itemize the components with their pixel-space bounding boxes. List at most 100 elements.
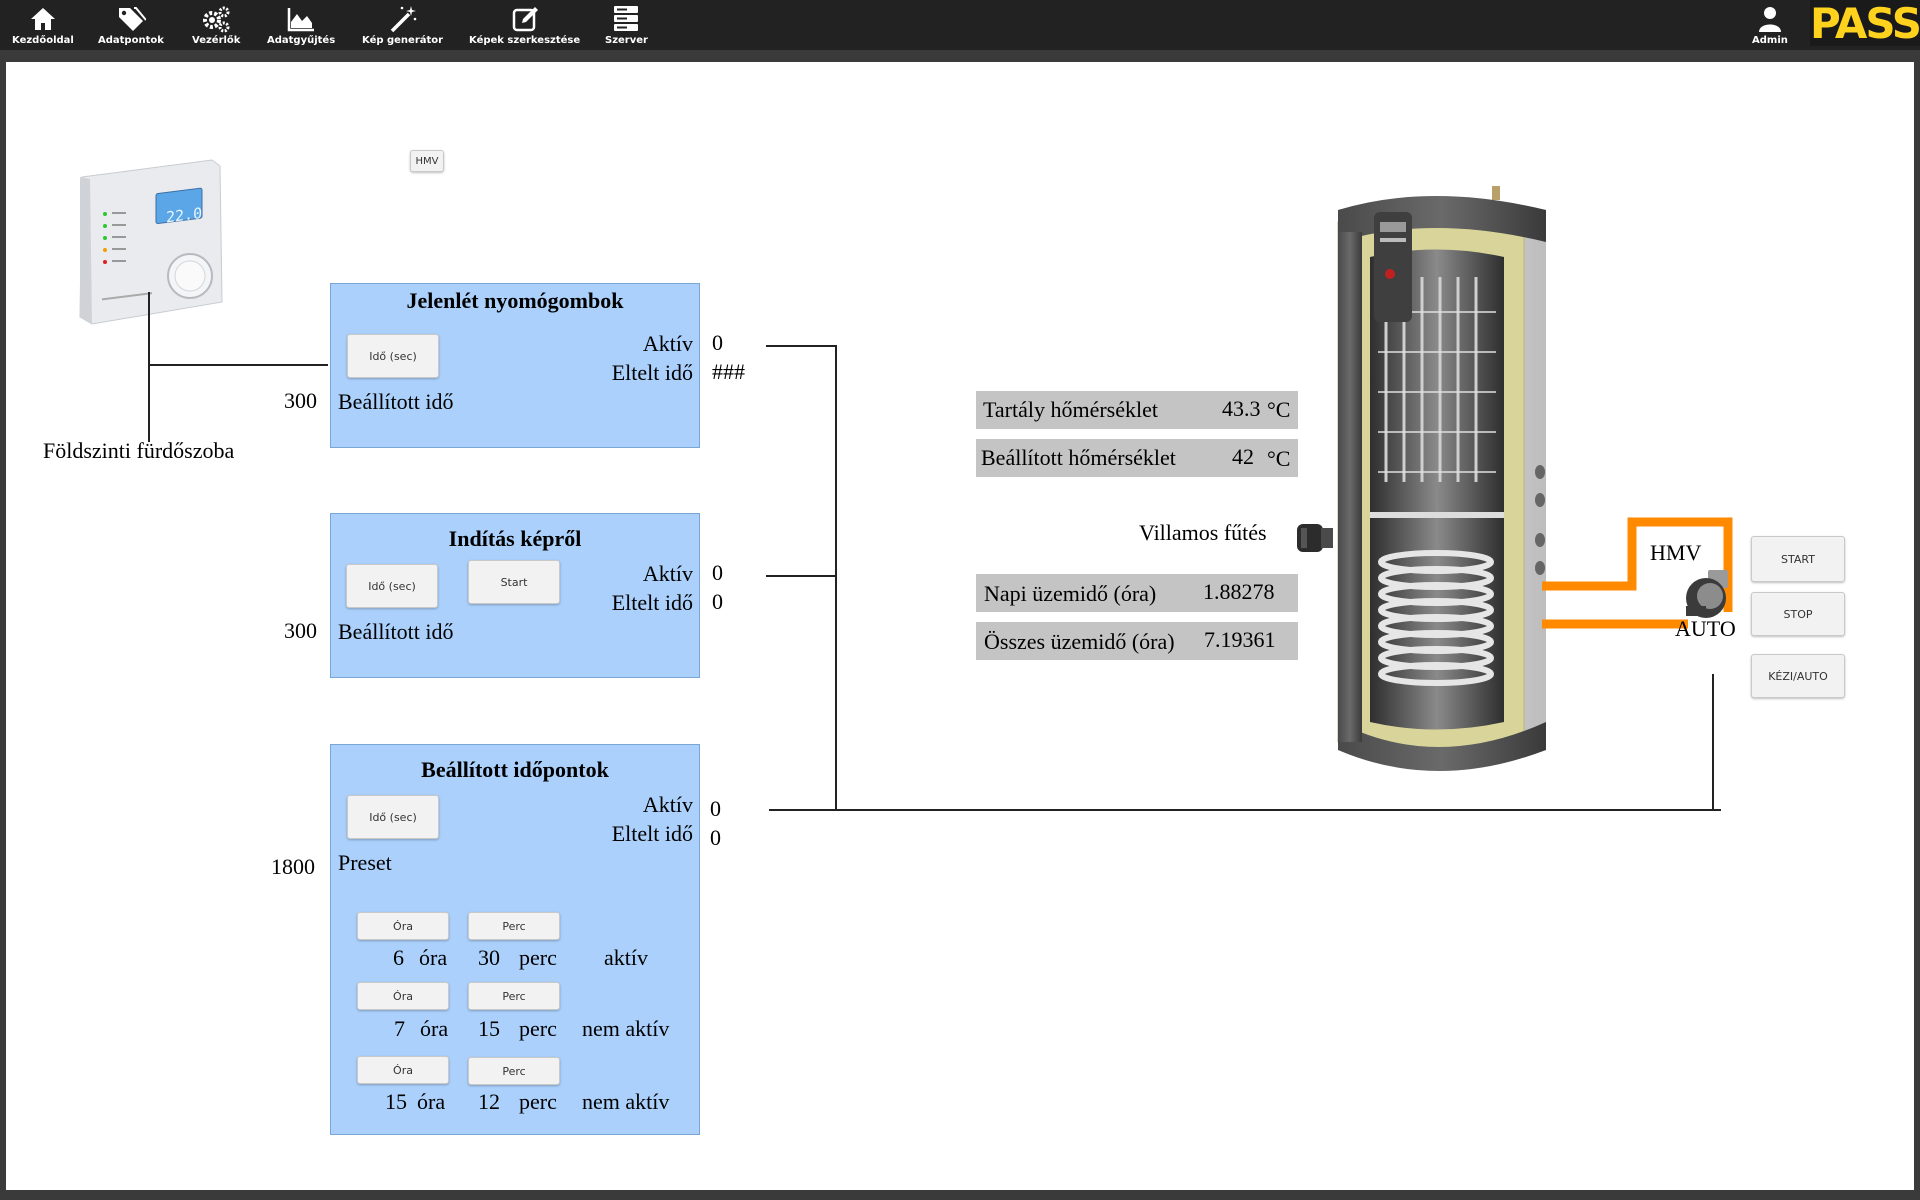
set-time-label: Beállított idő xyxy=(338,389,454,414)
time-sec-button[interactable]: Idő (sec) xyxy=(346,564,438,608)
total-runtime-label: Összes üzemidő (óra) xyxy=(984,629,1175,654)
minute-button[interactable]: Perc xyxy=(468,912,560,940)
daily-runtime-box: Napi üzemidő (óra) 1.88278 xyxy=(976,574,1298,612)
set-temp-unit: °C xyxy=(1267,446,1291,471)
total-runtime-value: 7.19361 xyxy=(1204,627,1276,652)
thermostat-connector-vertical xyxy=(148,292,150,442)
nav-item-vezerlok[interactable]: Vezérlők xyxy=(192,4,240,46)
schedule-minute: 30 xyxy=(478,945,500,970)
nav-item-kep-generator[interactable]: Kép generátor xyxy=(362,4,443,46)
presence-buttons-panel: Jelenlét nyomógombok Idő (sec) Beállítot… xyxy=(330,283,700,448)
active-value: 0 xyxy=(710,796,721,821)
thermostat-connector-horizontal xyxy=(148,364,328,366)
tank-temp-box: Tartály hőmérséklet 43.3 °C xyxy=(976,391,1298,429)
set-temp-value: 42 xyxy=(1232,444,1254,469)
nav-item-szerver[interactable]: Szerver xyxy=(605,4,648,46)
start-from-image-panel: Indítás képről Idő (sec) Start Beállítot… xyxy=(330,513,700,678)
time-sec-button[interactable]: Idő (sec) xyxy=(347,334,439,378)
minute-button[interactable]: Perc xyxy=(468,1057,560,1085)
nav-label: Vezérlők xyxy=(192,35,241,46)
electric-heating-label: Villamos fűtés xyxy=(1139,520,1267,545)
hour-button[interactable]: Óra xyxy=(357,1056,449,1084)
daily-runtime-label: Napi üzemidő (óra) xyxy=(984,581,1157,606)
pass-logo: PASS xyxy=(1809,0,1920,48)
gears-icon xyxy=(203,6,230,33)
nav-item-kepek-szerkesztese[interactable]: Képek szerkesztése xyxy=(469,4,580,46)
connector-start-image xyxy=(766,575,836,577)
schedule-minute: 15 xyxy=(478,1016,500,1041)
set-temp-box: Beállított hőmérséklet 42 °C xyxy=(976,439,1298,477)
elapsed-value: ### xyxy=(712,359,745,384)
schedule-status: nem aktív xyxy=(582,1089,670,1114)
hour-unit: óra xyxy=(420,1016,449,1041)
nav-item-adatpontok[interactable]: Adatpontok xyxy=(98,4,164,46)
scheduled-times-panel: Beállított időpontok Idő (sec) Preset Ak… xyxy=(330,744,700,1135)
time-sec-button[interactable]: Idő (sec) xyxy=(347,795,439,839)
connector-pump xyxy=(1712,674,1714,810)
area-chart-icon xyxy=(287,8,315,32)
thermostat-display: 22.0 xyxy=(166,204,202,226)
minute-unit: perc xyxy=(519,1016,557,1041)
tank-temp-value: 43.3 xyxy=(1222,396,1261,421)
schedule-hour: 7 xyxy=(394,1016,405,1041)
connector-presence xyxy=(766,345,836,347)
pump-icon[interactable] xyxy=(1678,566,1734,622)
preset-value: 1800 xyxy=(271,854,315,879)
minute-unit: perc xyxy=(519,945,557,970)
manual-auto-button[interactable]: KÉZI/AUTO xyxy=(1751,654,1845,698)
tank-temp-label: Tartály hőmérséklet xyxy=(983,397,1159,422)
schedule-status: aktív xyxy=(604,945,648,970)
active-label: Aktív xyxy=(642,331,693,356)
pump-mode: AUTO xyxy=(1675,616,1736,641)
nav-label: Adatgyűjtés xyxy=(267,35,336,46)
active-label: Aktív xyxy=(642,792,693,817)
elapsed-value: 0 xyxy=(710,825,721,850)
hour-unit: óra xyxy=(419,945,448,970)
nav-label: Adatpontok xyxy=(98,35,164,46)
boiler-tank-image[interactable] xyxy=(1286,182,1556,782)
panel-title: Beállított időpontok xyxy=(421,757,609,782)
set-temp-label: Beállított hőmérséklet xyxy=(981,445,1176,470)
hour-button[interactable]: Óra xyxy=(357,982,449,1010)
preset-label: Preset xyxy=(338,850,392,875)
stop-button[interactable]: STOP xyxy=(1751,592,1845,636)
nav-label: Képek szerkesztése xyxy=(469,35,581,46)
active-label: Aktív xyxy=(642,561,693,586)
connector-main-bus xyxy=(769,809,1721,811)
active-value: 0 xyxy=(712,330,723,355)
elapsed-value: 0 xyxy=(712,589,723,614)
total-runtime-box: Összes üzemidő (óra) 7.19361 xyxy=(976,622,1298,660)
electric-heater-icon[interactable] xyxy=(1293,516,1337,560)
thermostat-image[interactable]: 22.0 xyxy=(72,152,242,342)
nav-item-adatgyujtes[interactable]: Adatgyűjtés xyxy=(267,4,335,46)
hmv-button[interactable]: HMV xyxy=(410,150,444,172)
schedule-minute: 12 xyxy=(478,1089,500,1114)
nav-item-admin[interactable]: Admin xyxy=(1752,4,1788,46)
hour-unit: óra xyxy=(417,1089,446,1114)
minute-button[interactable]: Perc xyxy=(468,982,560,1010)
elapsed-label: Eltelt idő xyxy=(611,821,693,846)
hmv-pipes xyxy=(1542,517,1733,629)
supply-pipe xyxy=(1542,517,1733,612)
nav-item-home[interactable]: Kezdőoldal xyxy=(12,4,74,46)
set-time-value: 300 xyxy=(284,388,317,413)
connector-vertical-bus xyxy=(835,345,837,810)
start-button[interactable]: START xyxy=(1751,536,1845,582)
minute-unit: perc xyxy=(519,1089,557,1114)
start-button[interactable]: Start xyxy=(468,560,560,604)
tags-icon xyxy=(118,7,146,31)
set-time-value: 300 xyxy=(284,618,317,643)
schedule-hour: 15 xyxy=(385,1089,407,1114)
daily-runtime-value: 1.88278 xyxy=(1203,579,1275,604)
hour-button[interactable]: Óra xyxy=(357,912,449,940)
panel-title: Jelenlét nyomógombok xyxy=(406,288,624,313)
user-icon xyxy=(1758,7,1781,32)
elapsed-label: Eltelt idő xyxy=(611,590,693,615)
nav-label: Kezdőoldal xyxy=(12,35,74,46)
elapsed-label: Eltelt idő xyxy=(611,360,693,385)
nav-label: Kép generátor xyxy=(362,35,444,46)
nav-label: Admin xyxy=(1752,35,1788,46)
set-time-label: Beállított idő xyxy=(338,619,454,644)
panel-title: Indítás képről xyxy=(448,526,582,551)
room-label: Földszinti fürdőszoba xyxy=(43,438,235,463)
